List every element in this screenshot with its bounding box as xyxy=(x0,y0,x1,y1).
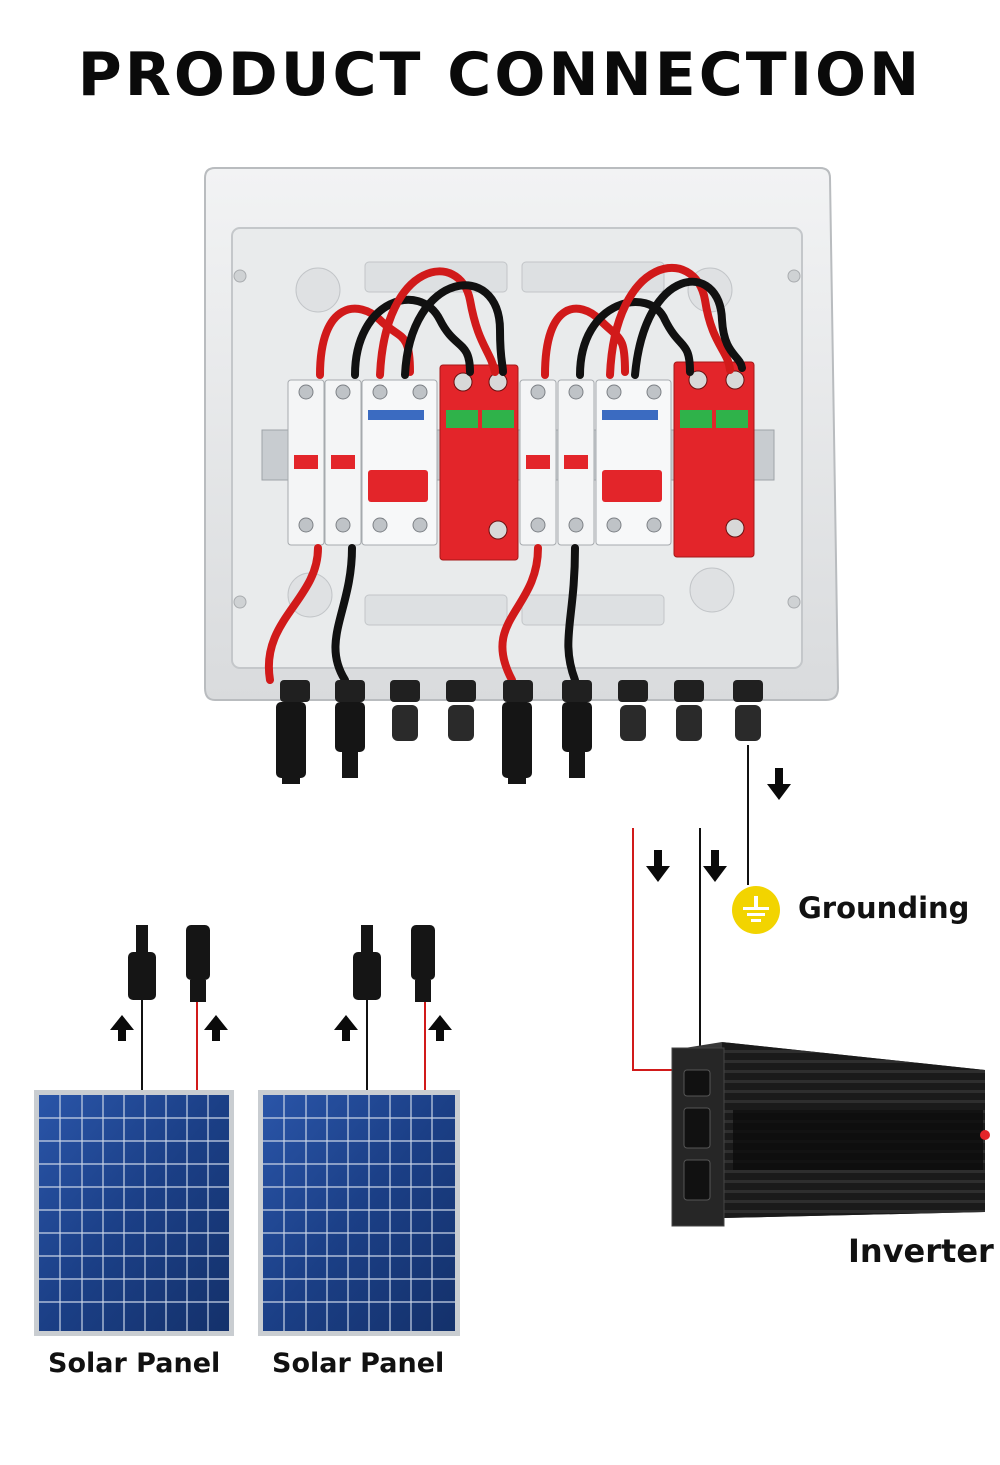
page-title: PRODUCT CONNECTION xyxy=(77,40,923,110)
panel-mc4-connectors xyxy=(128,925,435,1002)
cable-glands xyxy=(280,680,763,741)
fuse-holder-1 xyxy=(287,379,325,546)
inverter xyxy=(671,1042,990,1227)
solar-panel-2 xyxy=(258,1090,460,1336)
arrow-up-icon xyxy=(204,1015,228,1041)
arrow-down-icon xyxy=(646,850,670,882)
internal-wiring xyxy=(264,264,746,684)
panel-leads xyxy=(141,1000,426,1090)
up-arrows xyxy=(110,1015,452,1041)
positive-wire xyxy=(632,828,708,1071)
dc-breaker-1 xyxy=(361,379,438,546)
mc4-connectors-box xyxy=(276,702,592,784)
arrow-down-icon xyxy=(767,768,791,800)
inverter-label: Inverter xyxy=(848,1232,994,1270)
arrow-up-icon xyxy=(110,1015,134,1041)
breaker-row xyxy=(287,361,755,561)
arrow-up-icon xyxy=(334,1015,358,1041)
surge-protector-2 xyxy=(673,361,755,558)
fuse-holder-2 xyxy=(324,379,362,546)
solar-panel-label-1: Solar Panel xyxy=(48,1348,221,1379)
surge-protector-1 xyxy=(439,364,519,561)
fuse-holder-3 xyxy=(519,379,557,546)
arrow-up-icon xyxy=(428,1015,452,1041)
down-arrows xyxy=(646,768,791,882)
solar-panel-label-2: Solar Panel xyxy=(272,1348,445,1379)
grounding-label: Grounding xyxy=(798,891,970,925)
ground-icon xyxy=(732,886,780,934)
dc-breaker-2 xyxy=(595,379,672,546)
solar-panel-1 xyxy=(34,1090,234,1336)
fuse-holder-4 xyxy=(557,379,595,546)
inverter-wires xyxy=(632,745,749,1071)
arrow-down-icon xyxy=(703,850,727,882)
